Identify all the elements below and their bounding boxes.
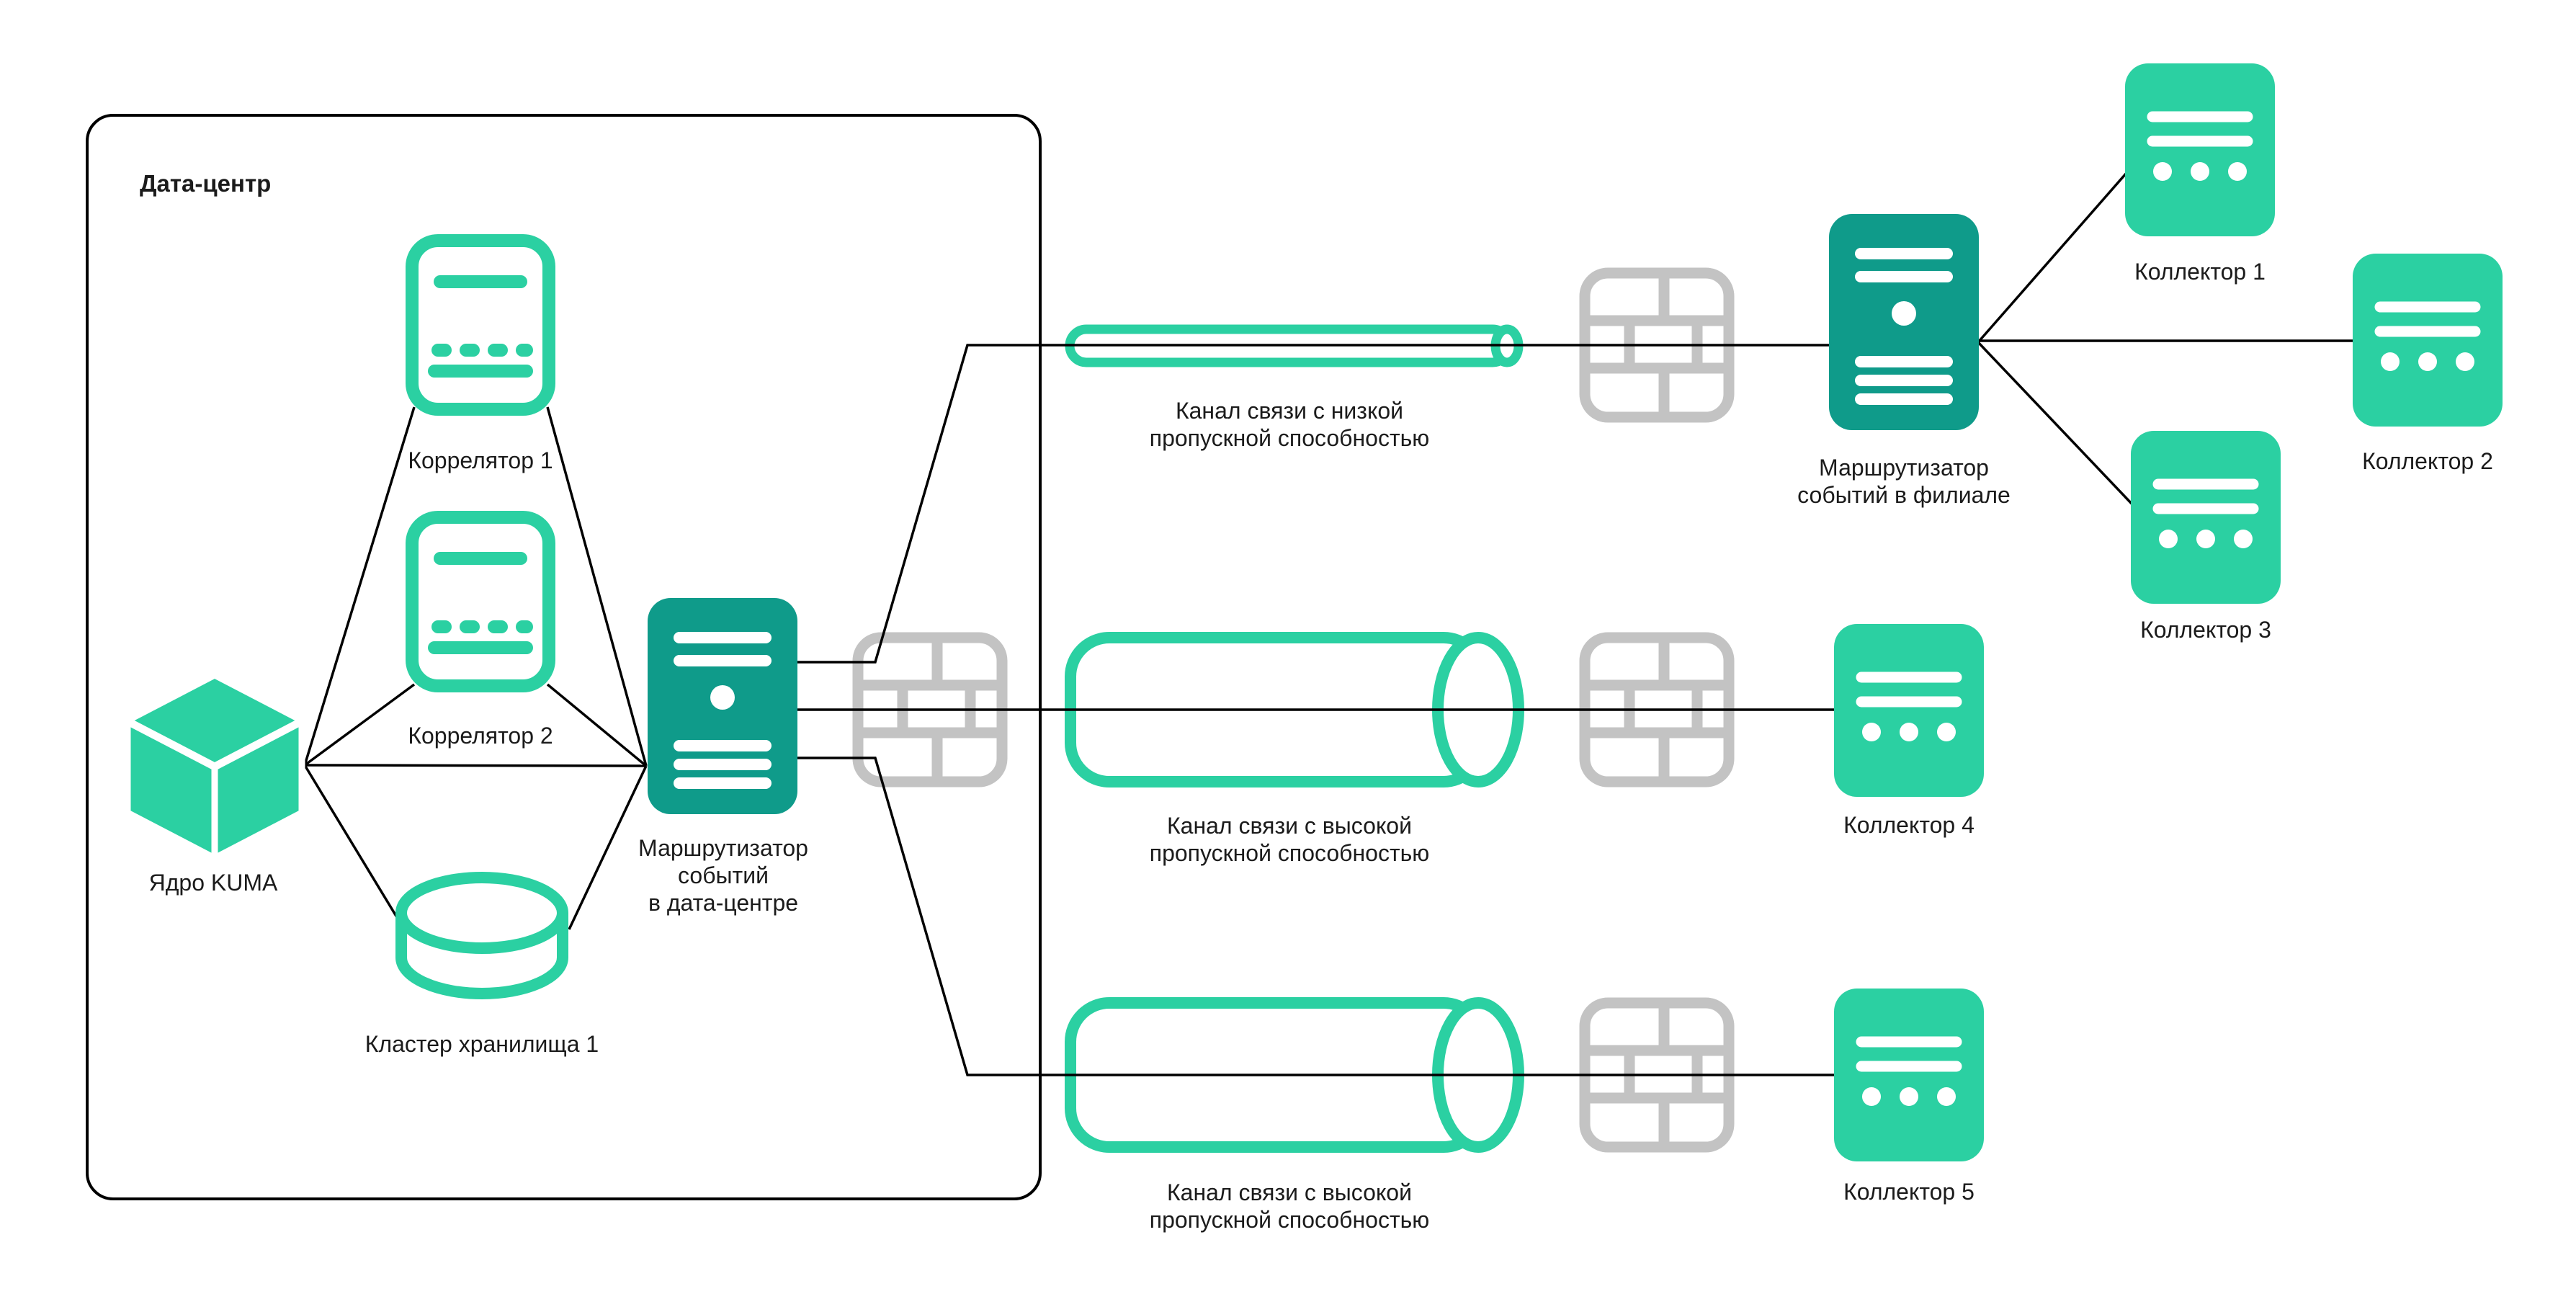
low-bandwidth-channel-label: Канал связи с низкой пропускной способно… (1149, 398, 1430, 451)
collector2-label: Коллектор 2 (2362, 448, 2493, 474)
collector-icon (2131, 431, 2281, 604)
datacenter-boundary (86, 114, 1042, 1200)
correlator2-label: Коррелятор 2 (408, 723, 553, 749)
dc-event-router-label: Маршрутизатор событий в дата-центре (638, 835, 808, 916)
kuma-core-icon (124, 671, 305, 862)
correlator-icon (406, 234, 555, 416)
high-bandwidth-channel-2-label: Канал связи с высокой пропускной способн… (1149, 1179, 1430, 1233)
correlator1-label: Коррелятор 1 (408, 447, 553, 473)
branch-event-router-icon (1829, 214, 1979, 430)
collector1-label: Коллектор 1 (2134, 259, 2266, 285)
branch-event-router-label: Маршрутизатор событий в филиале (1797, 455, 2011, 508)
collector-icon (1834, 989, 1984, 1161)
correlator-icon (406, 511, 555, 692)
collector-icon (1834, 624, 1984, 797)
dc-event-router-icon (648, 598, 797, 814)
collector-icon (2353, 254, 2503, 427)
collector5-label: Коллектор 5 (1843, 1179, 1975, 1205)
storage-cluster-icon (395, 872, 568, 1001)
kuma-core-label: Ядро KUMA (148, 870, 278, 896)
high-bandwidth-channel-1-label: Канал связи с высокой пропускной способн… (1149, 813, 1430, 866)
collector3-label: Коллектор 3 (2140, 617, 2271, 643)
collector4-label: Коллектор 4 (1843, 812, 1975, 838)
datacenter-title: Дата-центр (140, 170, 272, 197)
storage-cluster-label: Кластер хранилища 1 (365, 1031, 599, 1057)
collector-icon (2125, 63, 2275, 236)
